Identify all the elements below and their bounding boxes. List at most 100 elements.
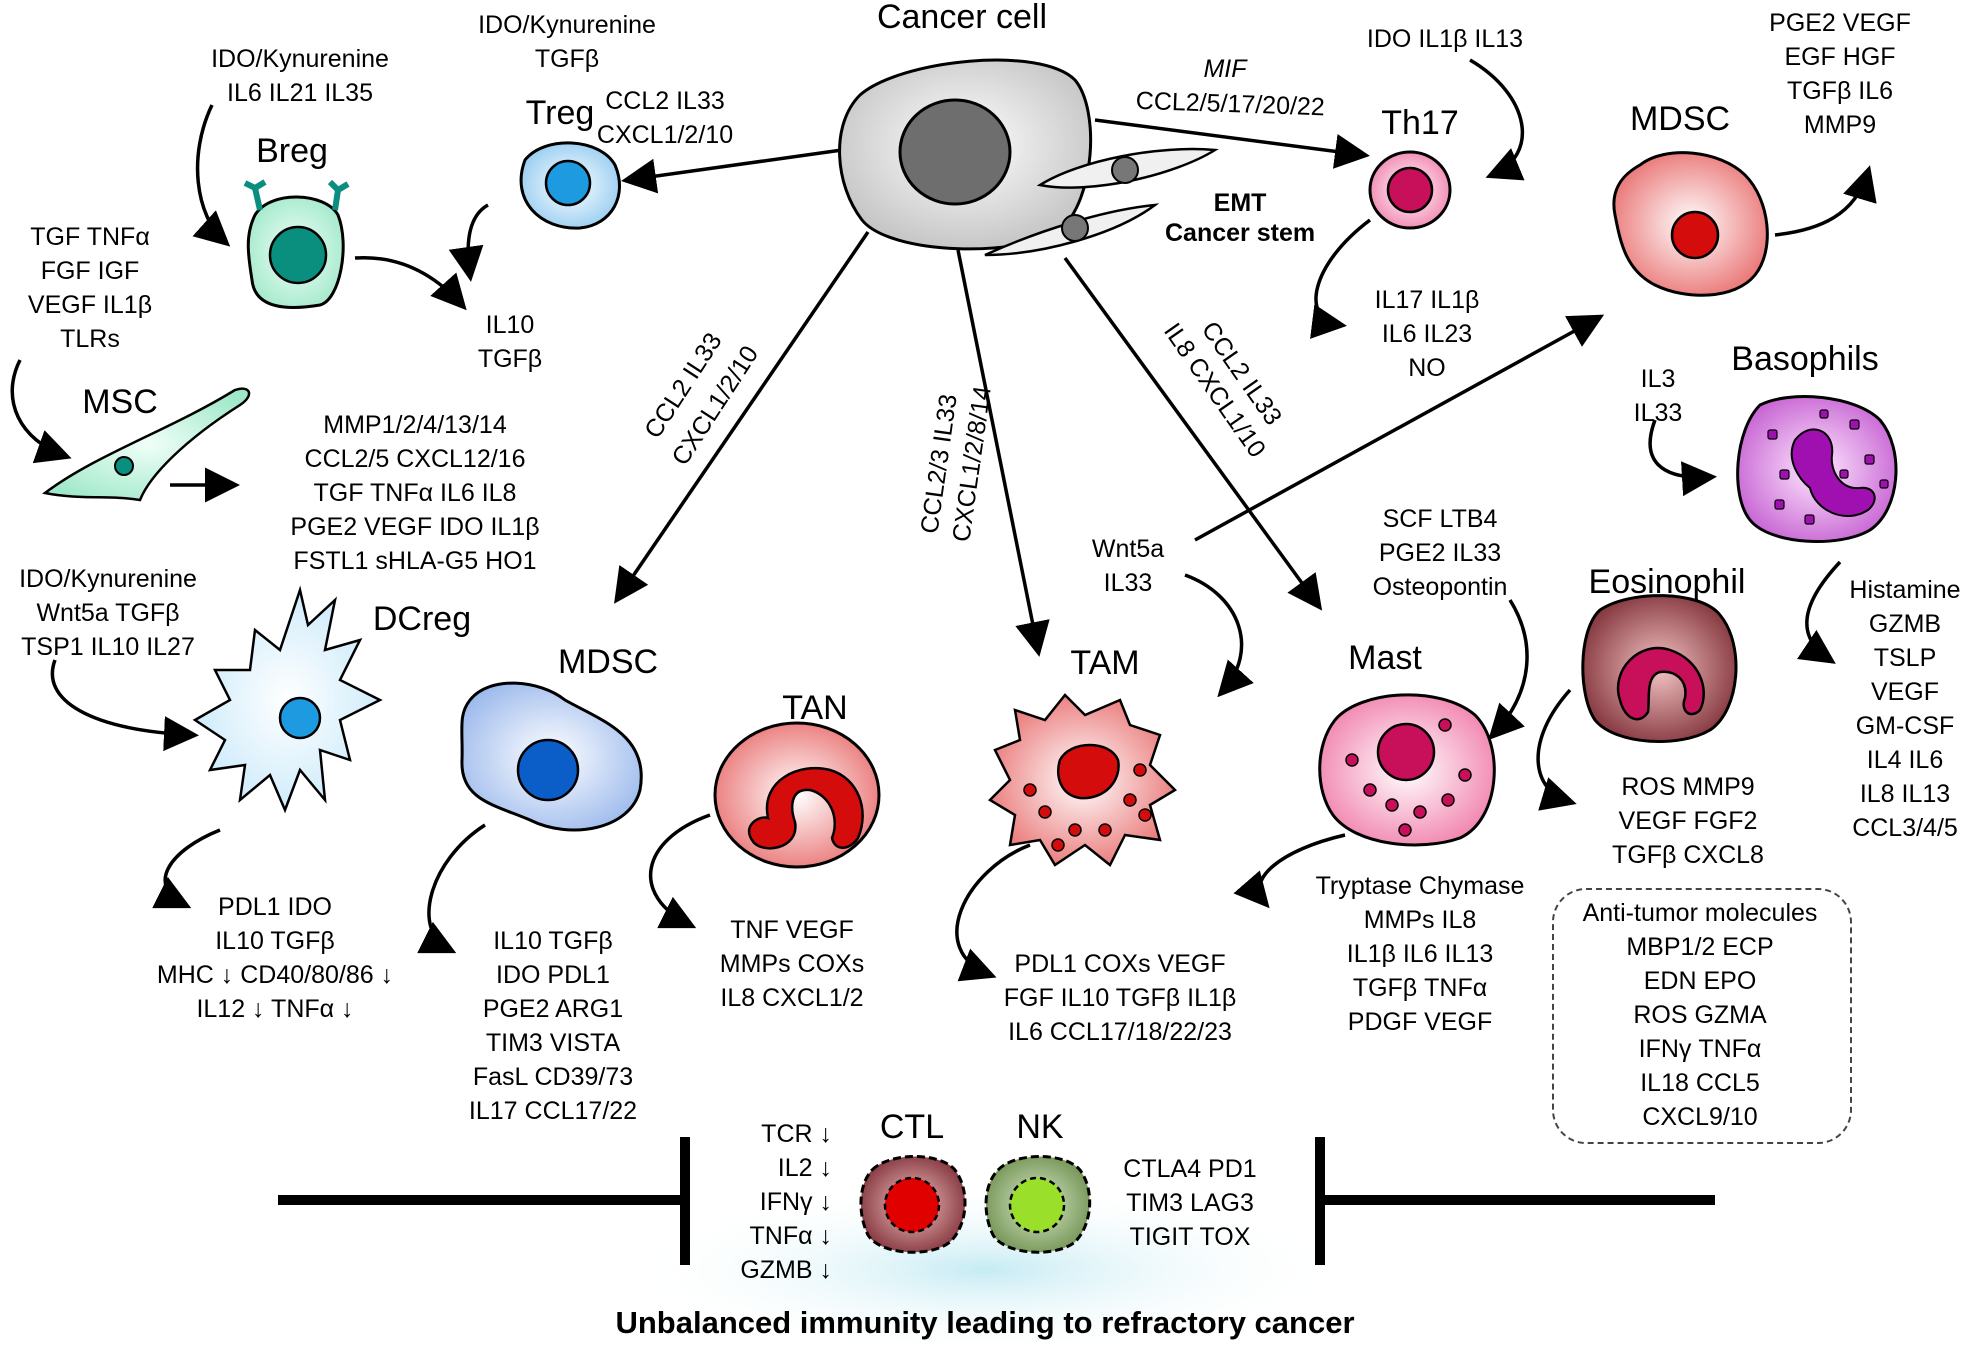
mast-cell (1318, 693, 1496, 847)
basophil-output-line: IL4 IL6 (1866, 746, 1944, 774)
basophil-output-line: GM-CSF (1855, 712, 1955, 740)
mast-output-line: MMPs IL8 (1363, 906, 1477, 934)
arrow-treg-input (448, 203, 489, 282)
emt-label-line2: Cancer stem (1165, 219, 1316, 247)
cancer-cell-title: Cancer cell (876, 0, 1048, 36)
arrow-to-tam (956, 249, 1050, 657)
treg-input-line: TGFβ (534, 45, 600, 73)
basophil-cell (1736, 395, 1898, 543)
tan-title: TAN (782, 689, 848, 727)
msc-output-line: CCL2/5 CXCL12/16 (304, 445, 526, 473)
ctl-down-text: TCR ↓ IL2 ↓ IFNγ ↓ TNFα ↓ GZMB ↓ (740, 1117, 832, 1287)
basophil-output-text: Histamine GZMB TSLP VEGF GM-CSF IL4 IL6 … (1849, 573, 1960, 845)
mdsc-left-output-line: PGE2 ARG1 (482, 995, 624, 1023)
mdsc-left-title: MDSC (557, 643, 659, 681)
arrows (10, 58, 1877, 982)
tam-cell (987, 693, 1178, 867)
tam-output-line: FGF IL10 TGFβ IL1β (1003, 984, 1237, 1012)
immune-glow (625, 1185, 1345, 1351)
basophil-output-line: GZMB (1868, 610, 1942, 638)
ctl-title: CTL (879, 1108, 945, 1146)
breg-cell (243, 179, 350, 309)
tam-title: TAM (1070, 644, 1140, 682)
basophil-output-line: CCL3/4/5 (1852, 814, 1958, 842)
mast-output-line: Tryptase Chymase (1315, 872, 1525, 900)
nk-markers-text: CTLA4 PD1 TIM3 LAG3 TIGIT TOX (1123, 1152, 1256, 1254)
arrow-tan-output (648, 813, 711, 929)
nk-marker-line: TIM3 LAG3 (1126, 1189, 1254, 1217)
label-to-th17-mif: MIF (1203, 55, 1248, 83)
eosinophil-title: Eosinophil (1588, 563, 1746, 601)
ctl-cell (859, 1155, 967, 1254)
mdsc-right-output-line: PGE2 VEGF (1769, 9, 1911, 37)
tam-output-line: IL6 CCL17/18/22/23 (1008, 1018, 1232, 1046)
eosinophil-output-text: ROS MMP9 VEGF FGF2 TGFβ CXCL8 (1612, 770, 1764, 872)
treg-breg-output-line: TGFβ (477, 345, 543, 373)
ctl-down-line: GZMB ↓ (740, 1256, 832, 1284)
th17-input-text: IDO IL1β IL13 (1367, 22, 1523, 56)
anti-tumor-line: CXCL9/10 (1642, 1103, 1758, 1131)
anti-tumor-line: MBP1/2 ECP (1626, 933, 1774, 961)
dcreg-input-text: IDO/Kynurenine Wnt5a TGFβ TSP1 IL10 IL27 (19, 562, 197, 664)
dcreg-output-line: MHC ↓ CD40/80/86 ↓ (156, 961, 394, 989)
arrow-mdsc-right-output (1774, 165, 1877, 237)
msc-input-text: TGF TNFα FGF IGF VEGF IL1β TLRs (28, 220, 152, 356)
breg-input-line: IDO/Kynurenine (211, 45, 389, 73)
wnt5a-line: Wnt5a (1091, 535, 1165, 563)
anti-tumor-heading: Anti-tumor molecules (1582, 899, 1818, 927)
emt-label: EMT Cancer stem (1165, 188, 1315, 248)
ctl-down-line: TNFα ↓ (749, 1222, 833, 1250)
mdsc-left-output-line: IL10 TGFβ (493, 927, 613, 955)
tan-output-line: IL8 CXCL1/2 (720, 984, 864, 1012)
arrow-mdsc-left-output (417, 823, 486, 954)
treg-cell (519, 141, 621, 230)
arrow-basophil-input (1648, 419, 1717, 497)
arrow-breg-output (354, 255, 467, 311)
tan-output-line: MMPs COXs (719, 950, 865, 978)
dcreg-output-line: IL12 ↓ TNFα ↓ (196, 995, 354, 1023)
mdsc-right-output-line: MMP9 (1803, 111, 1877, 139)
basophil-input-line: IL33 (1633, 399, 1683, 427)
nk-marker-line: CTLA4 PD1 (1123, 1155, 1257, 1183)
basophil-input-line: IL3 (1640, 365, 1676, 393)
treg-title: Treg (525, 94, 595, 132)
diagram-caption: Unbalanced immunity leading to refractor… (615, 1305, 1355, 1340)
breg-input-text: IDO/Kynurenine IL6 IL21 IL35 (211, 42, 389, 110)
arrow-dcreg-input (50, 659, 199, 752)
mast-input-line: SCF LTB4 (1382, 505, 1498, 533)
treg-breg-output-line: IL10 (485, 311, 535, 339)
mdsc-right-cell (1612, 151, 1769, 297)
basophil-input-text: IL3 IL33 (1634, 362, 1683, 430)
breg-input-line: IL6 IL21 IL35 (227, 79, 373, 107)
nk-title: NK (1016, 1108, 1064, 1146)
arrow-basophil-output (1796, 560, 1842, 664)
to-treg-line1: CCL2 IL33 (605, 87, 725, 115)
basophil-output-line: Histamine (1849, 576, 1961, 604)
mast-output-line: IL1β IL6 IL13 (1346, 940, 1494, 968)
arrow-to-th17 (1094, 118, 1370, 169)
th17-input-line: IDO IL1β IL13 (1366, 25, 1524, 53)
cancer-cell (838, 58, 1093, 251)
basophils-title: Basophils (1731, 340, 1879, 378)
basophil-output-line: VEGF (1870, 678, 1940, 706)
nk-marker-line: TIGIT TOX (1129, 1223, 1251, 1251)
msc-output-line: PGE2 VEGF IDO IL1β (290, 513, 540, 541)
emt-label-line1: EMT (1213, 189, 1267, 217)
msc-input-line: VEGF IL1β (27, 291, 153, 319)
anti-tumor-box (1552, 888, 1852, 1144)
arrow-th17-input (1469, 58, 1525, 181)
wnt5a-text: Wnt5a IL33 (1092, 532, 1164, 600)
th17-cell (1368, 150, 1452, 230)
th17-output-line: IL17 IL1β (1374, 286, 1480, 314)
tam-output-text: PDL1 COXs VEGF FGF IL10 TGFβ IL1β IL6 CC… (1004, 947, 1237, 1049)
mdsc-right-output-text: PGE2 VEGF EGF HGF TGFβ IL6 MMP9 (1769, 6, 1911, 142)
arrow-wnt5a-to-tam (1184, 573, 1254, 698)
arrow-tam-output (955, 843, 1031, 982)
anti-tumor-text: Anti-tumor molecules MBP1/2 ECP EDN EPO … (1583, 896, 1818, 1134)
tan-cell (713, 721, 881, 869)
dcreg-title: DCreg (372, 600, 472, 638)
mdsc-left-output-text: IL10 TGFβ IDO PDL1 PGE2 ARG1 TIM3 VISTA … (469, 924, 637, 1128)
dcreg-cell (192, 585, 383, 814)
arrow-mast-output (1233, 833, 1346, 909)
